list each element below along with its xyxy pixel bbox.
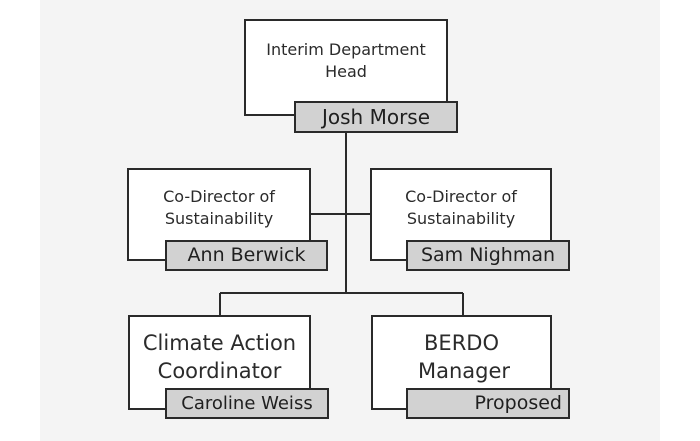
- head-title: Interim Department Head: [266, 40, 426, 81]
- co-director-right-name: Sam Nighman: [406, 240, 570, 271]
- co-director-left-name: Ann Berwick: [165, 240, 328, 271]
- head-box: Interim Department Head: [244, 19, 448, 116]
- berdo-manager-title: BERDO Manager: [418, 331, 511, 383]
- head-name: Josh Morse: [294, 101, 458, 133]
- co-director-right-title: Co-Director of Sustainability: [405, 187, 517, 228]
- co-director-left-title: Co-Director of Sustainability: [163, 187, 275, 228]
- climate-coordinator-name: Caroline Weiss: [165, 388, 329, 419]
- climate-coordinator-title: Climate Action Coordinator: [142, 331, 297, 383]
- berdo-manager-name: Proposed: [406, 388, 570, 419]
